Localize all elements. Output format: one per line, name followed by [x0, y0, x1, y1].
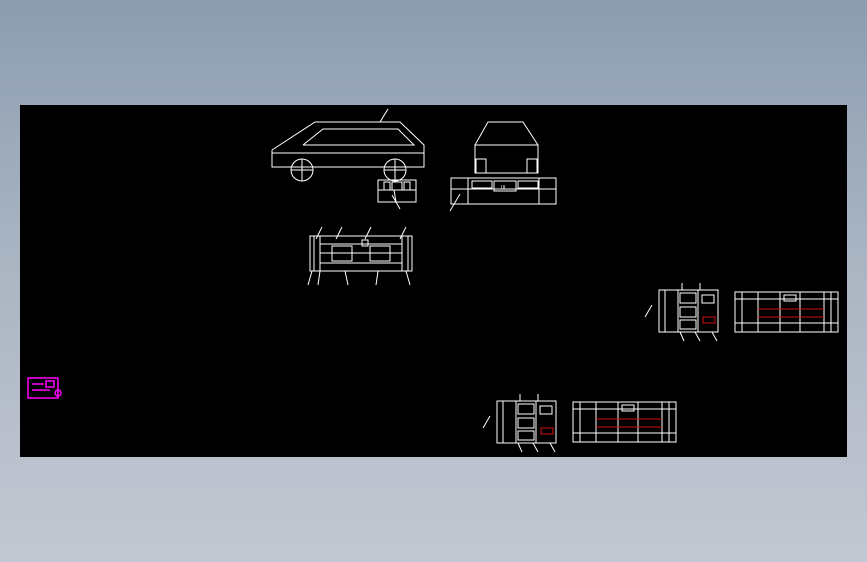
jack-base — [377, 179, 417, 203]
car-body-front — [474, 144, 539, 174]
leader-line — [549, 442, 556, 453]
leader-line — [391, 194, 401, 210]
front-center-label: III — [501, 185, 505, 191]
leader-line — [449, 193, 461, 212]
leader-line — [532, 442, 539, 453]
section-a — [644, 283, 719, 342]
leader-line — [335, 226, 343, 240]
leader-line — [482, 415, 491, 429]
leader-line — [711, 331, 718, 342]
section-b — [734, 291, 839, 333]
front-elevation-car: III — [449, 121, 557, 212]
lift-platform-front — [450, 177, 557, 205]
plan-view — [307, 226, 413, 286]
leader-line — [694, 331, 701, 342]
car-body-outline — [271, 121, 425, 168]
leader-line — [517, 442, 523, 453]
leader-line — [379, 108, 389, 123]
section-b-outline — [734, 291, 839, 333]
plan-outline — [309, 235, 413, 272]
leader-line — [644, 304, 653, 318]
section-c-outline — [496, 400, 557, 444]
leader-line — [315, 226, 323, 240]
leader-line — [307, 270, 313, 286]
section-d-outline — [572, 401, 677, 443]
drawing-viewport[interactable]: III — [20, 105, 847, 457]
car-window — [302, 128, 416, 146]
section-c — [482, 394, 557, 453]
leader-line — [364, 226, 372, 240]
section-d — [572, 401, 677, 443]
leader-line — [399, 226, 407, 240]
side-elevation-car — [271, 108, 425, 182]
cad-drawing[interactable]: III — [20, 105, 847, 457]
leader-line — [317, 270, 321, 286]
jack-detail — [377, 179, 417, 210]
leader-line — [405, 270, 411, 286]
car-roof-front — [474, 121, 539, 146]
section-a-outline — [658, 289, 719, 333]
leader-line — [344, 270, 349, 286]
leader-line — [679, 331, 685, 342]
ucs-icon[interactable] — [27, 377, 62, 399]
leader-line — [375, 270, 379, 286]
